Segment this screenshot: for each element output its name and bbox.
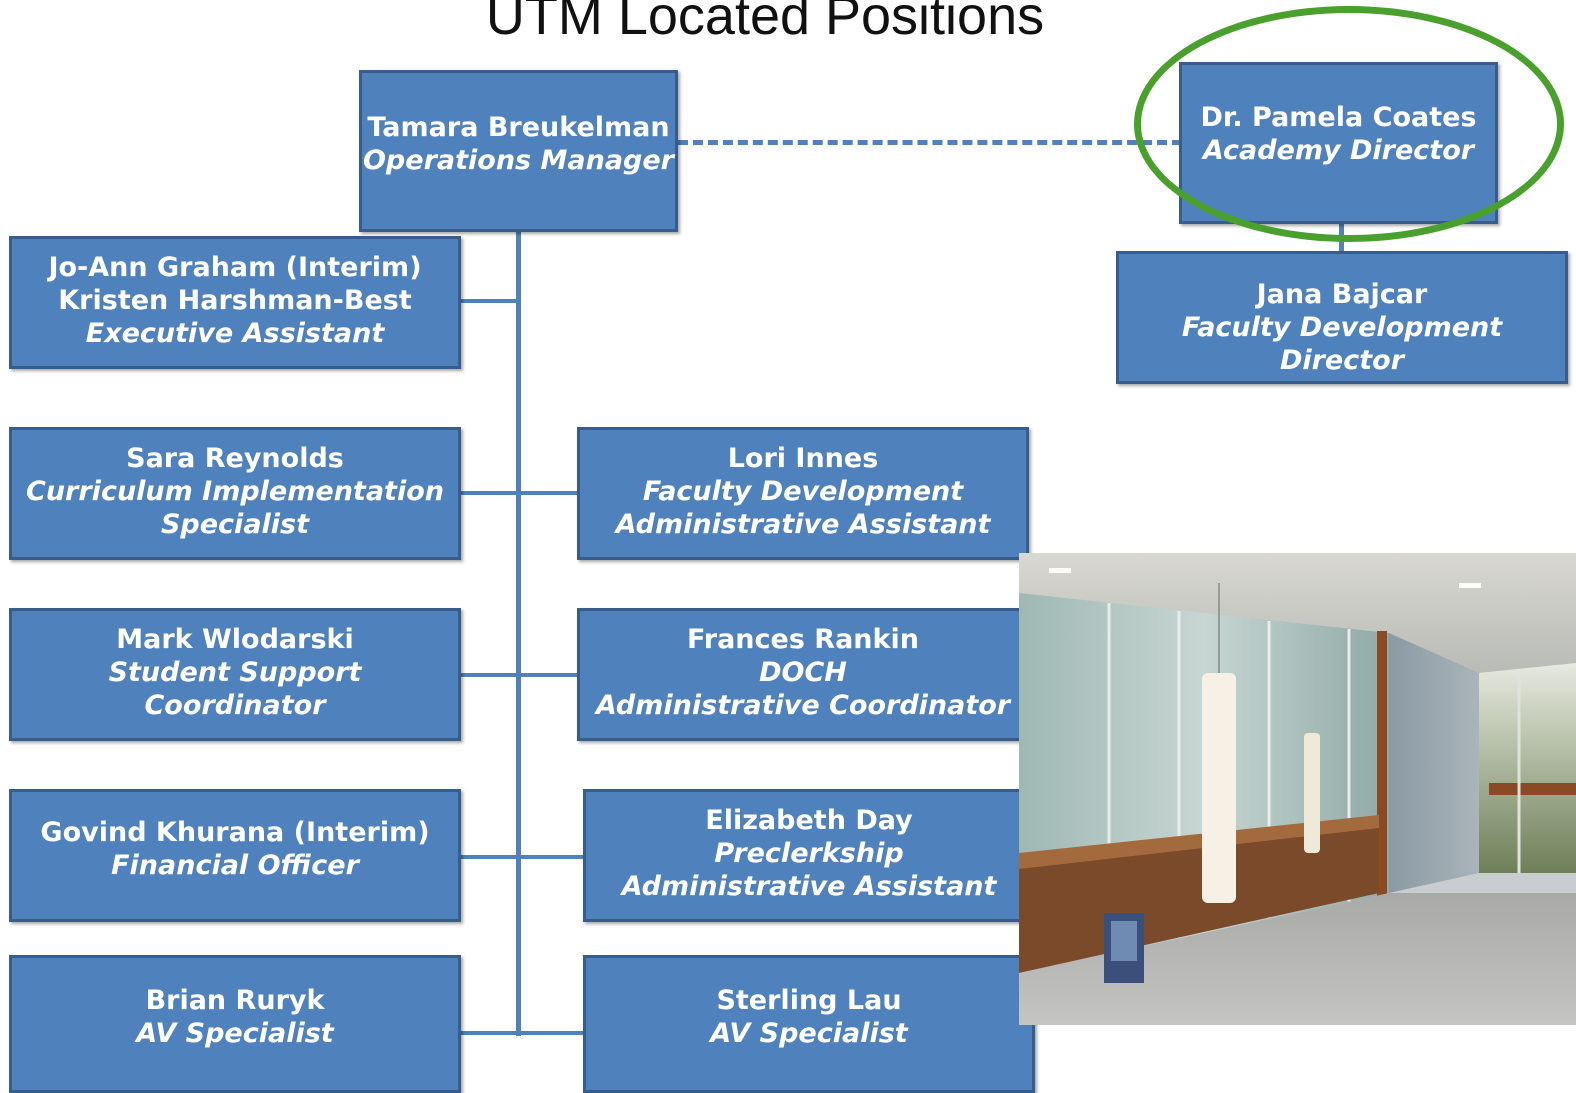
office-photo: [1019, 553, 1576, 1025]
node-role: Curriculum Implementation: [26, 476, 444, 507]
node-role-2: Administrative Coordinator: [595, 690, 1011, 721]
node-name: Govind Khurana (Interim): [40, 817, 430, 848]
node-name: Tamara Breukelman: [367, 112, 670, 143]
connector-exec: [458, 299, 518, 303]
node-name: Jana Bajcar: [1256, 279, 1428, 310]
connector-row3: [458, 673, 580, 677]
node-role: DOCH: [759, 657, 847, 688]
node-role-2: Administrative Assistant: [621, 871, 997, 902]
node-role: AV Specialist: [136, 1018, 334, 1049]
node-role: Faculty Development: [642, 476, 964, 507]
node-doch-coordinator: Frances Rankin DOCH Administrative Coord…: [577, 608, 1029, 741]
node-name: Lori Innes: [727, 443, 879, 474]
node-operations-manager: Tamara Breukelman Operations Manager: [359, 70, 678, 232]
node-role: Operations Manager: [362, 145, 674, 176]
connector-row2: [458, 491, 580, 495]
page-title: UTM Located Positions: [485, 0, 1045, 46]
node-name: Dr. Pamela Coates: [1200, 102, 1477, 133]
node-name: Sara Reynolds: [126, 443, 344, 474]
node-name: Brian Ruryk: [145, 985, 325, 1016]
connector-row5: [458, 1031, 586, 1035]
node-role-2: Specialist: [160, 509, 310, 540]
node-name: Elizabeth Day: [705, 805, 913, 836]
trunk-line: [516, 190, 521, 1036]
node-role-2: Coordinator: [144, 690, 326, 721]
node-academy-director: Dr. Pamela Coates Academy Director: [1179, 62, 1498, 224]
node-role: AV Specialist: [710, 1018, 908, 1049]
node-role: Preclerkship: [714, 838, 904, 869]
node-role: Student Support: [108, 657, 362, 688]
node-executive-assistant: Jo-Ann Graham (Interim) Kristen Harshman…: [9, 236, 461, 369]
node-fd-admin-assistant: Lori Innes Faculty Development Administr…: [577, 427, 1029, 560]
dotted-reporting-line: [678, 140, 1182, 145]
node-student-support: Mark Wlodarski Student Support Coordinat…: [9, 608, 461, 741]
node-financial-officer: Govind Khurana (Interim) Financial Offic…: [9, 789, 461, 922]
node-curriculum-specialist: Sara Reynolds Curriculum Implementation …: [9, 427, 461, 560]
node-name: Frances Rankin: [687, 624, 919, 655]
node-role: Financial Officer: [111, 850, 359, 881]
node-role: Academy Director: [1202, 135, 1475, 166]
node-role-2: Administrative Assistant: [615, 509, 991, 540]
node-name: Jo-Ann Graham (Interim): [48, 252, 422, 283]
node-preclerkship-assistant: Elizabeth Day Preclerkship Administrativ…: [583, 789, 1035, 922]
node-role: Executive Assistant: [85, 318, 385, 349]
node-name-2: Kristen Harshman-Best: [58, 285, 412, 316]
node-name: Sterling Lau: [716, 985, 902, 1016]
office-photo-illustration: [1019, 553, 1576, 1025]
node-av-specialist-ruryk: Brian Ruryk AV Specialist: [9, 955, 461, 1093]
node-av-specialist-lau: Sterling Lau AV Specialist: [583, 955, 1035, 1093]
node-role: Faculty Development Director: [1181, 312, 1503, 376]
node-faculty-development-director: Jana Bajcar Faculty Development Director: [1116, 251, 1568, 384]
connector-director-fdd: [1339, 195, 1344, 255]
node-name: Mark Wlodarski: [116, 624, 354, 655]
connector-row4: [458, 855, 586, 859]
